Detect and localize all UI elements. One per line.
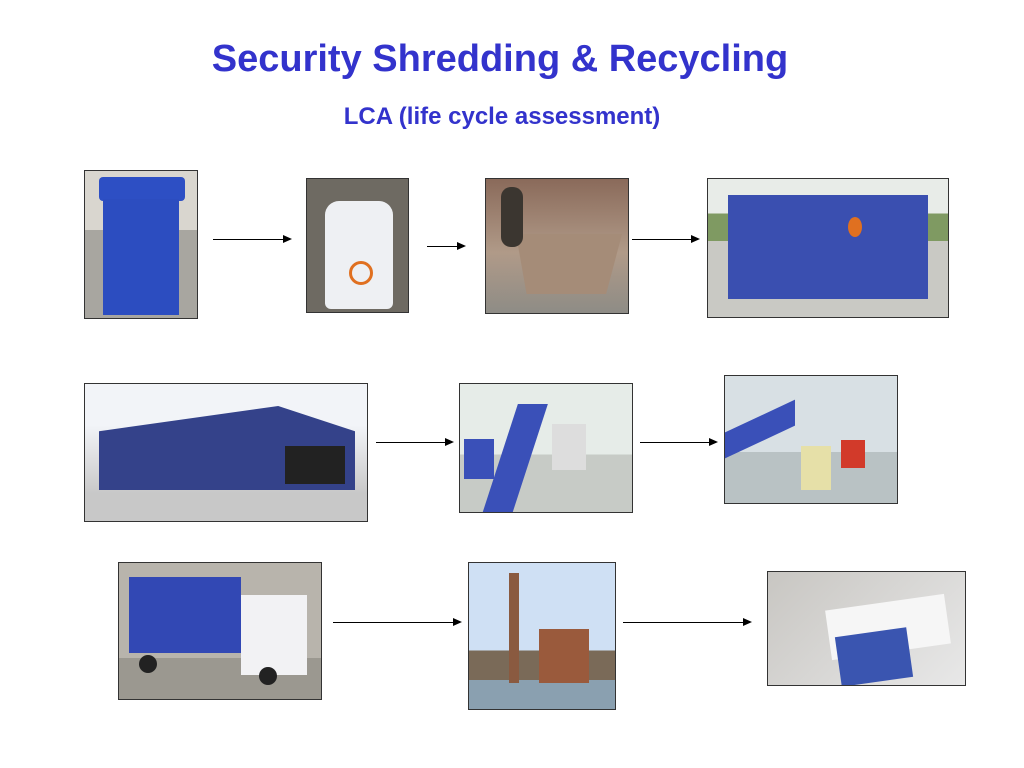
flow-arrow bbox=[213, 235, 292, 243]
skip-container-photo bbox=[707, 178, 949, 318]
flow-arrow bbox=[623, 618, 752, 626]
recycled-paper-product-photo bbox=[767, 571, 966, 686]
sealed-sack-photo bbox=[306, 178, 409, 313]
slide-title: Security Shredding & Recycling bbox=[211, 38, 789, 80]
flow-arrow bbox=[427, 242, 466, 250]
conveyor-baler-photo bbox=[459, 383, 633, 513]
baling-hall-photo bbox=[724, 375, 898, 504]
collection-trolley-photo bbox=[485, 178, 629, 314]
slide-subtitle: LCA (life cycle assessment) bbox=[343, 103, 661, 130]
delivery-truck-photo bbox=[118, 562, 322, 700]
flow-arrow bbox=[376, 438, 454, 446]
flow-arrow bbox=[632, 235, 700, 243]
recycling-facility-photo bbox=[84, 383, 368, 522]
flow-arrow bbox=[333, 618, 462, 626]
flow-arrow bbox=[640, 438, 718, 446]
paper-mill-photo bbox=[468, 562, 616, 710]
recycling-bin-photo bbox=[84, 170, 198, 319]
